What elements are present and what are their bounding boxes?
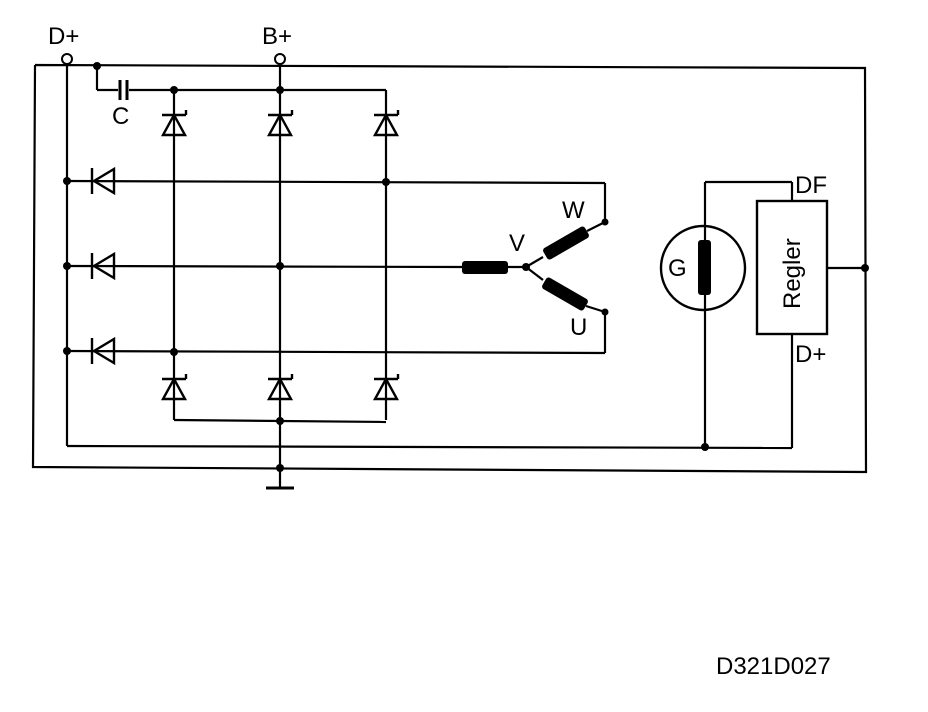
label-phase-w: W [562,197,585,224]
regulator-box [755,199,829,336]
label-phase-v: V [509,230,525,257]
stator-coil-u [542,277,588,311]
label-capacitor: C [112,103,129,130]
stator-coil-v [462,261,508,274]
label-d-plus-top: D+ [48,23,79,50]
rotor-field-coil [698,240,711,295]
label-regulator: Regler [779,238,806,309]
label-d-plus-regulator: D+ [795,341,826,368]
diagram-code: D321D027 [716,653,831,680]
generator-circle [659,224,747,312]
label-generator: G [668,255,687,282]
label-phase-u: U [570,314,587,341]
label-df: DF [795,172,827,199]
b-plus-terminal [274,53,286,65]
stator-coil-w [543,226,589,260]
label-b-plus: B+ [262,23,292,50]
d-plus-terminal [61,53,73,65]
junction-dots [63,62,869,472]
d-plus-bottom-wire [66,444,793,450]
outer-frame [31,63,868,474]
